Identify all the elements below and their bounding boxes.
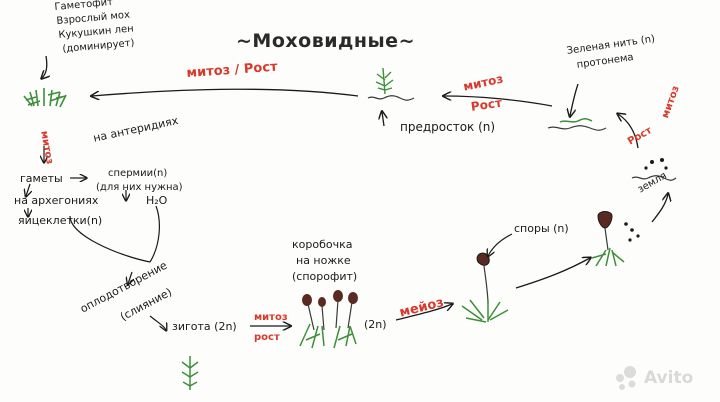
- sperm-line-2: (для них нужна): [96, 182, 183, 193]
- spore-release-drawing: [591, 211, 640, 267]
- label-spores: споры (n): [514, 222, 569, 235]
- spores-on-soil-drawing: [644, 158, 668, 170]
- mature-capsule-drawing: [461, 252, 509, 323]
- capsule-line-2: на ножке: [296, 254, 351, 267]
- sperm-line-1: спермии(n): [108, 168, 168, 179]
- protonema-drawing: [547, 118, 607, 131]
- arrow-meiosis: [395, 304, 452, 321]
- preshoot-drawing: [367, 67, 415, 101]
- label-preshoot: предросток (n): [400, 120, 496, 134]
- watermark-logo: [616, 366, 636, 390]
- diagram-title: ~Моховидные~: [236, 30, 415, 52]
- connector-eggs: [69, 215, 151, 263]
- arrow-capsule-to-release: [515, 258, 590, 289]
- label-on-archegonia: на архегониях: [14, 194, 99, 207]
- capsule-line-1: коробочка: [292, 238, 353, 251]
- zygote-seedling-drawing: [181, 356, 199, 390]
- label-mitosis-bottom-2: рост: [254, 332, 280, 343]
- label-gametes: гаметы: [20, 172, 63, 185]
- sperm-line-3: H₂O: [146, 194, 168, 207]
- capsule-line-3: (спорофит): [292, 270, 358, 283]
- arrow-growth-to-adult: [92, 88, 359, 96]
- label-mitosis-bottom-1: митоз: [254, 312, 288, 323]
- label-2n: (2n): [364, 318, 387, 331]
- sporophyte-drawing: [299, 290, 358, 349]
- adult-moss-drawing: [23, 88, 67, 108]
- arrow-protonema-to-preshoot: [444, 96, 553, 107]
- label-zygote: зигота (2n): [172, 320, 237, 333]
- label-eggs: яйцеклетки(n): [18, 214, 103, 227]
- watermark-text: Avito: [644, 368, 694, 388]
